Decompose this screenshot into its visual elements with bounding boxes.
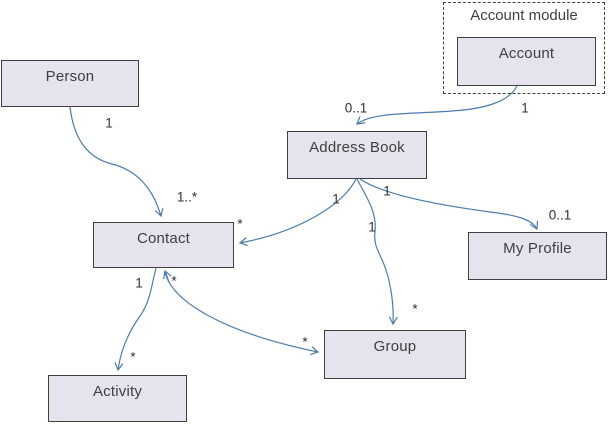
node-label-address-book: Address Book	[309, 139, 405, 156]
mult-contact-end-group: *	[171, 273, 177, 289]
mult-addressbook-end-account: 0..1	[344, 100, 368, 116]
mult-myprofile-end: 0..1	[548, 207, 572, 223]
mult-group-end-contact: *	[302, 334, 308, 350]
edge-contact-group-arrowhead	[163, 269, 172, 283]
edge-account-addressbook[interactable]	[356, 85, 518, 125]
mult-addressbook-end-group: 1	[368, 219, 376, 235]
node-contact[interactable]: Contact	[93, 222, 234, 268]
edge-addressbook-group[interactable]	[356, 178, 398, 326]
node-activity[interactable]: Activity	[48, 375, 187, 422]
edge-contact-activity[interactable]	[114, 267, 157, 372]
mult-group-end-addressbook: *	[412, 301, 418, 317]
edge-contact-group[interactable]	[164, 271, 320, 356]
node-group[interactable]: Group	[324, 330, 466, 379]
mult-addressbook-end-contact: 1	[332, 191, 340, 207]
node-label-account-module: Account module	[470, 7, 578, 24]
node-label-contact: Contact	[136, 230, 191, 247]
node-account[interactable]: Account	[457, 37, 596, 86]
edge-addressbook-myprofile[interactable]	[359, 178, 539, 231]
node-label-group: Group	[373, 338, 417, 355]
node-label-my-profile: My Profile	[503, 240, 572, 257]
mult-person-end: 1	[105, 115, 113, 131]
mult-contact-end-addressbook: *	[237, 216, 243, 232]
node-person[interactable]: Person	[1, 60, 139, 107]
node-label-person: Person	[45, 68, 95, 85]
mult-account-end: 1	[521, 100, 529, 116]
node-label-activity: Activity	[92, 383, 143, 400]
node-my-profile[interactable]: My Profile	[468, 232, 607, 280]
mult-addressbook-end-myprofile: 1	[383, 183, 391, 199]
mult-activity-end: *	[130, 349, 136, 365]
mult-contact-end-person: 1..*	[176, 189, 198, 205]
mult-contact-end-activity: 1	[135, 275, 143, 291]
edge-addressbook-contact[interactable]	[238, 178, 357, 247]
node-address-book[interactable]: Address Book	[287, 131, 427, 179]
edge-person-contact[interactable]	[69, 106, 164, 218]
node-label-account: Account	[498, 45, 555, 62]
node-account-module[interactable]: Account module	[443, 2, 605, 94]
